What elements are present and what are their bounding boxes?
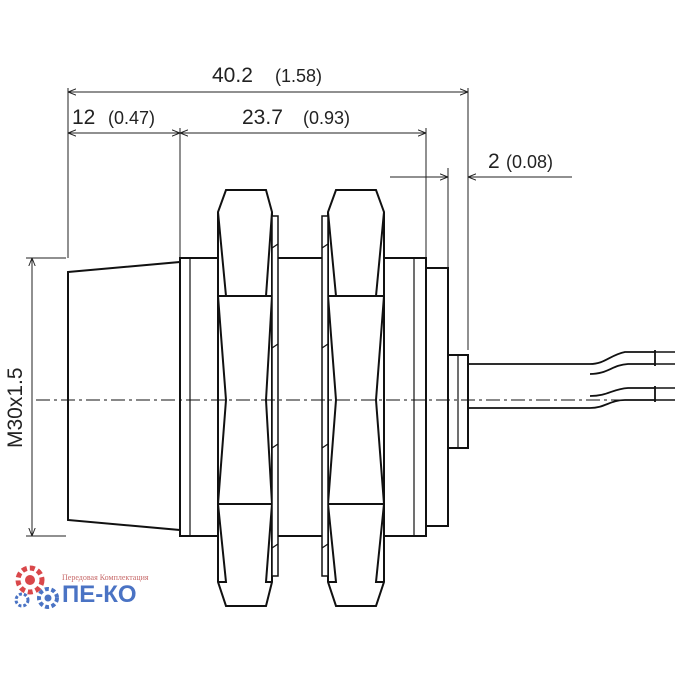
thread-diameter-label: M30x1.5 [4,367,27,448]
flange-value: 2 [488,150,500,173]
sensor-body [67,257,469,537]
washer-front [271,215,279,577]
overall-length-value: 40.2 [212,64,253,87]
logo-brand: ПЕ-КО [62,581,137,608]
hex-nut-rear [327,189,385,607]
thread-length-inch: (0.93) [303,108,350,128]
dimension-thread-diameter: M30x1.5 [4,257,66,537]
washer-rear [321,215,329,577]
sensing-face-inch: (0.47) [108,108,155,128]
dimension-overall-length: 40.2 (1.58) [67,64,469,350]
overall-length-inch: (1.58) [275,66,322,86]
thread-length-value: 23.7 [242,106,283,129]
threaded-housing [179,257,427,537]
back-flange [425,267,449,527]
dimension-thread-length: 23.7 (0.93) [180,106,427,258]
hex-nut-front [217,189,273,607]
sensing-face-value: 12 [72,106,95,129]
logo-tagline: Передовая Комплектация [62,573,149,582]
dimension-sensing-face: 12 (0.47) [68,106,181,258]
dimension-flange: 2 (0.08) [390,150,572,268]
cable [468,350,675,409]
gear-icon [14,565,59,609]
sensing-cap [67,260,181,532]
brand-logo: Передовая Комплектация ПЕ-КО [14,565,149,609]
flange-inch: (0.08) [506,152,553,172]
